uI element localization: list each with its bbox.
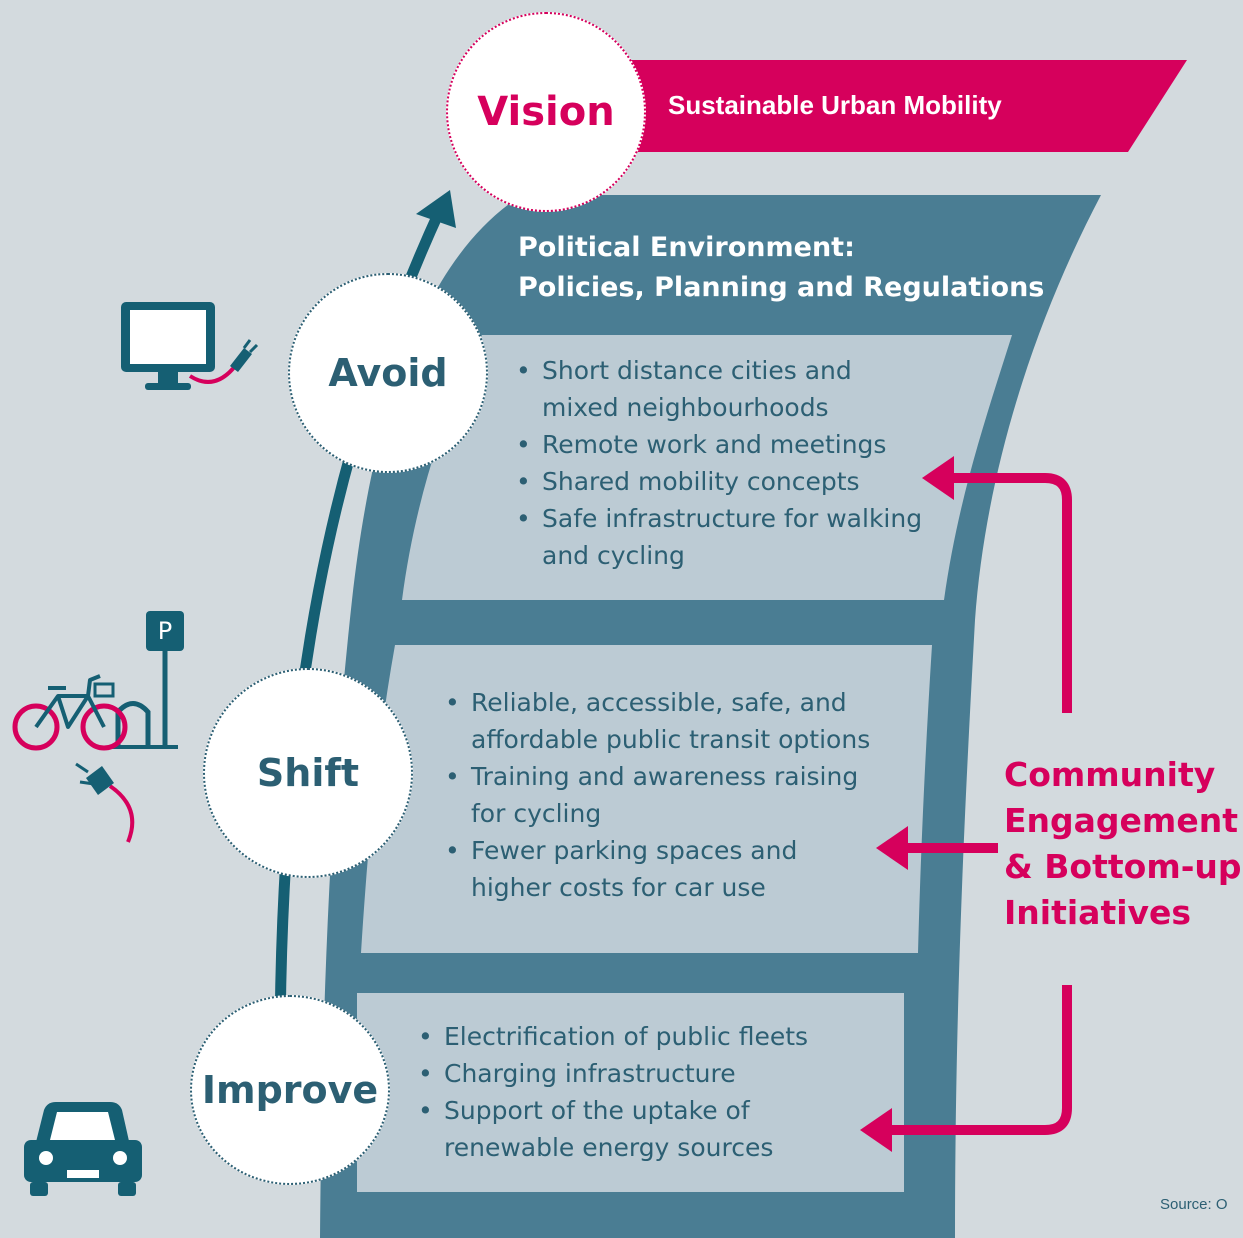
avoid-label: Avoid (328, 351, 448, 395)
community-line3: & Bottom-up (1004, 847, 1242, 886)
community-line1: Community (1004, 755, 1216, 794)
improve-list: Electrification of public fleets Chargin… (418, 1018, 808, 1166)
political-heading-line2: Policies, Planning and Regulations (518, 272, 1045, 303)
avoid-item: Remote work and meetings (516, 426, 922, 463)
improve-item: Charging infrastructure (418, 1055, 808, 1092)
community-line4: Initiatives (1004, 893, 1192, 932)
improve-label: Improve (201, 1068, 379, 1112)
vision-banner (612, 60, 1187, 152)
source-note: Source: O (1160, 1196, 1228, 1213)
community-text: Community Engagement & Bottom-up Initiat… (1004, 752, 1242, 936)
vision-banner-text: Sustainable Urban Mobility (668, 90, 1002, 120)
bicycle-parking-icon (12, 611, 184, 751)
community-arrows (890, 473, 1072, 1135)
shift-item: Reliable, accessible, safe, andaffordabl… (445, 684, 870, 758)
electric-car-icon (24, 762, 142, 1196)
improve-item: Electrification of public fleets (418, 1018, 808, 1055)
shift-circle: Shift (203, 668, 413, 878)
avoid-item: Shared mobility concepts (516, 463, 922, 500)
shift-label: Shift (256, 751, 360, 795)
shift-list: Reliable, accessible, safe, andaffordabl… (445, 684, 870, 906)
avoid-circle: Avoid (288, 273, 488, 473)
parking-sign-letter: P (157, 617, 173, 645)
progress-arrow-head (416, 190, 456, 228)
vision-label: Vision (477, 89, 615, 135)
improve-circle: Improve (190, 995, 390, 1185)
community-line2: Engagement (1004, 801, 1238, 840)
political-heading: Political Environment: Policies, Plannin… (518, 228, 1044, 308)
computer-plug-icon (121, 302, 259, 390)
political-heading-line1: Political Environment: (518, 232, 855, 263)
vision-circle: Vision (446, 12, 646, 212)
